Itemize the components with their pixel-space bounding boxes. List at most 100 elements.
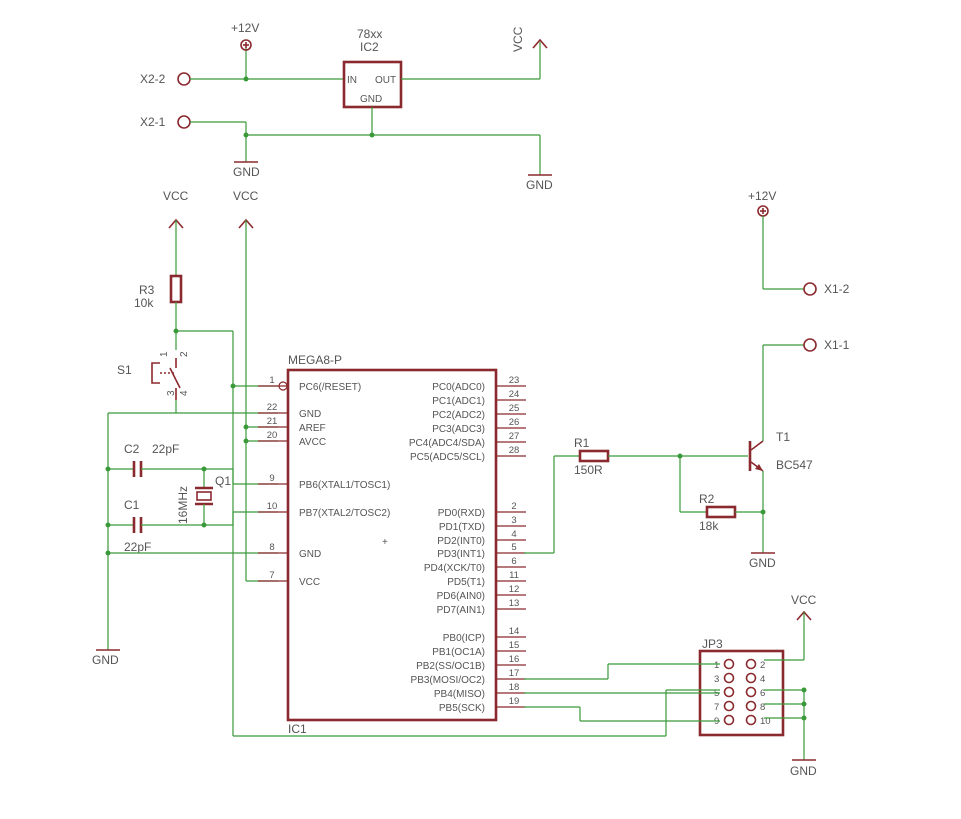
mcu-title: MEGA8-P bbox=[288, 353, 342, 367]
plus12v-label-right: +12V bbox=[748, 189, 776, 203]
mcu-left-pin-name: VCC bbox=[299, 577, 320, 588]
mcu-ic1: MEGA8-P IC1 + 1PC6(/RESET)22GND21AREF20A… bbox=[258, 353, 526, 736]
regulator-out-pin: OUT bbox=[375, 75, 396, 86]
regulator-type: 78xx bbox=[357, 27, 382, 41]
regulator-in-pin: IN bbox=[347, 75, 357, 86]
gnd-label-1: GND bbox=[233, 165, 260, 179]
gnd-label-2: GND bbox=[526, 178, 553, 192]
jp3-pin-number: 4 bbox=[760, 674, 765, 685]
gnd-label-jp3: GND bbox=[790, 764, 817, 778]
s1-pin-2: 2 bbox=[179, 351, 190, 357]
r1-name: R1 bbox=[574, 436, 590, 450]
reset-inverter-bubble bbox=[278, 381, 288, 391]
mcu-body bbox=[286, 368, 498, 722]
mcu-right-pin-number: 11 bbox=[509, 570, 519, 581]
svg-text:+: + bbox=[382, 537, 388, 548]
jp3-pin-2 bbox=[745, 658, 757, 670]
mcu-right-pin-name: PC2(ADC2) bbox=[432, 410, 485, 421]
vcc-label-left2: VCC bbox=[233, 189, 259, 203]
mcu-right-pin-name: PD5(T1) bbox=[447, 577, 485, 588]
jp3-pin-4 bbox=[745, 672, 757, 684]
s1-pin-3: 3 bbox=[166, 390, 177, 396]
t1-name: T1 bbox=[776, 430, 790, 444]
mcu-right-pin-name: PD7(AIN1) bbox=[437, 605, 485, 616]
mcu-right-pin-name: PB3(MOSI/OC2) bbox=[411, 675, 485, 686]
mcu-right-pin-number: 5 bbox=[511, 542, 516, 553]
mcu-right-pin-number: 18 bbox=[509, 682, 520, 693]
c2-value: 22pF bbox=[152, 442, 179, 456]
jp3-pin-number: 1 bbox=[714, 660, 719, 671]
mcu-left-pin-name: AVCC bbox=[299, 437, 326, 448]
q1-value: 16MHz bbox=[176, 486, 190, 524]
mcu-right-pin-name: PB4(MISO) bbox=[434, 689, 485, 700]
mcu-right-pin-number: 27 bbox=[509, 431, 520, 442]
mcu-right-pin-number: 2 bbox=[511, 501, 516, 512]
q1-name: Q1 bbox=[215, 474, 231, 488]
mcu-right-pin-name: PD0(RXD) bbox=[438, 508, 485, 519]
mcu-right-pin-number: 23 bbox=[509, 375, 520, 386]
mcu-right-pin-number: 16 bbox=[509, 654, 520, 665]
mcu-right-pin-number: 17 bbox=[509, 668, 520, 679]
jp3-pin-8 bbox=[745, 700, 757, 712]
mcu-right-pin-name: PD2(INT0) bbox=[437, 536, 485, 547]
mcu-right-pin-name: PD6(AIN0) bbox=[437, 591, 485, 602]
mcu-right-pin-name: PC0(ADC0) bbox=[432, 382, 485, 393]
jp3-pin-number: 10 bbox=[760, 716, 771, 727]
mcu-left-pin-number: 7 bbox=[269, 570, 274, 581]
mcu-left-pin-number: 8 bbox=[269, 542, 274, 553]
mcu-left-pin-name: AREF bbox=[299, 423, 326, 434]
c1-name: C1 bbox=[124, 498, 140, 512]
mcu-left-pin-number: 21 bbox=[267, 416, 278, 427]
connector-x2-1-label: X2-1 bbox=[140, 115, 166, 129]
mcu-right-pin-name: PC5(ADC5/SCL) bbox=[410, 452, 485, 463]
gnd-label-t1: GND bbox=[749, 556, 776, 570]
r2-name: R2 bbox=[699, 492, 715, 506]
mcu-right-pin-name: PC1(ADC1) bbox=[432, 396, 485, 407]
mcu-right-pin-number: 24 bbox=[509, 389, 520, 400]
r3-name: R3 bbox=[139, 283, 155, 297]
jp3-pin-7 bbox=[723, 700, 735, 712]
mcu-right-pin-name: PD1(TXD) bbox=[439, 522, 485, 533]
vcc-label-jp3: VCC bbox=[791, 593, 817, 607]
mcu-right-pin-name: PD4(XCK/T0) bbox=[424, 563, 485, 574]
mcu-right-pin-number: 19 bbox=[509, 696, 520, 707]
mcu-right-pin-number: 14 bbox=[509, 626, 520, 637]
jp3-pin-number: 7 bbox=[714, 702, 719, 713]
mcu-right-pin-name: PB1(OC1A) bbox=[432, 647, 485, 658]
mcu-right-pin-number: 12 bbox=[509, 584, 520, 595]
mcu-right-pin-name: PD3(INT1) bbox=[437, 549, 485, 560]
mcu-right-pin-name: PB5(SCK) bbox=[439, 703, 485, 714]
mcu-right-pin-number: 28 bbox=[509, 445, 520, 456]
mcu-right-pin-number: 3 bbox=[511, 515, 516, 526]
mcu-right-pin-number: 4 bbox=[511, 529, 516, 540]
mcu-right-pin-name: PB2(SS/OC1B) bbox=[416, 661, 485, 672]
t1-value: BC547 bbox=[776, 458, 813, 472]
jp3-pin-10 bbox=[745, 714, 757, 726]
jp3-pin-number: 2 bbox=[760, 660, 765, 671]
mcu-left-pin-name: GND bbox=[299, 549, 321, 560]
power-input-section: X2-2 +12V IN OUT GND 78xx IC2 VCC X2-1 G… bbox=[140, 21, 553, 192]
mcu-right-pin-number: 13 bbox=[509, 598, 520, 609]
jp3-pin-3 bbox=[723, 672, 735, 684]
connector-x2-2 bbox=[177, 72, 191, 86]
connector-x1-2 bbox=[803, 282, 817, 296]
mcu-left-pin-number: 1 bbox=[269, 375, 274, 386]
crystal-section: C2 22pF C1 22pF Q1 16MHz bbox=[105, 442, 278, 556]
vcc-arrow-top bbox=[532, 38, 548, 49]
connector-x1-1-label: X1-1 bbox=[824, 338, 850, 352]
mcu-right-pin-number: 26 bbox=[509, 417, 520, 428]
mcu-left-pin-number: 10 bbox=[267, 501, 278, 512]
gnd-label-left: GND bbox=[92, 653, 119, 667]
mcu-left-pin-name: PB6(XTAL1/TOSC1) bbox=[299, 480, 390, 491]
output-section: R1 150R R2 18k T1 BC547 GND X1-1 +12V bbox=[524, 189, 850, 570]
mcu-left-pins: 1PC6(/RESET)22GND21AREF20AVCC9PB6(XTAL1/… bbox=[258, 375, 390, 588]
mcu-right-pin-number: 15 bbox=[509, 640, 520, 651]
s1-label: S1 bbox=[117, 363, 132, 377]
connector-x2-1 bbox=[177, 115, 191, 129]
c2-name: C2 bbox=[124, 442, 140, 456]
r1-value: 150R bbox=[574, 463, 603, 477]
mcu-right-pin-name: PC3(ADC3) bbox=[432, 424, 485, 435]
mcu-right-pins: 23PC0(ADC0)24PC1(ADC1)25PC2(ADC2)26PC3(A… bbox=[409, 375, 526, 714]
mcu-right-pin-number: 25 bbox=[509, 403, 520, 414]
